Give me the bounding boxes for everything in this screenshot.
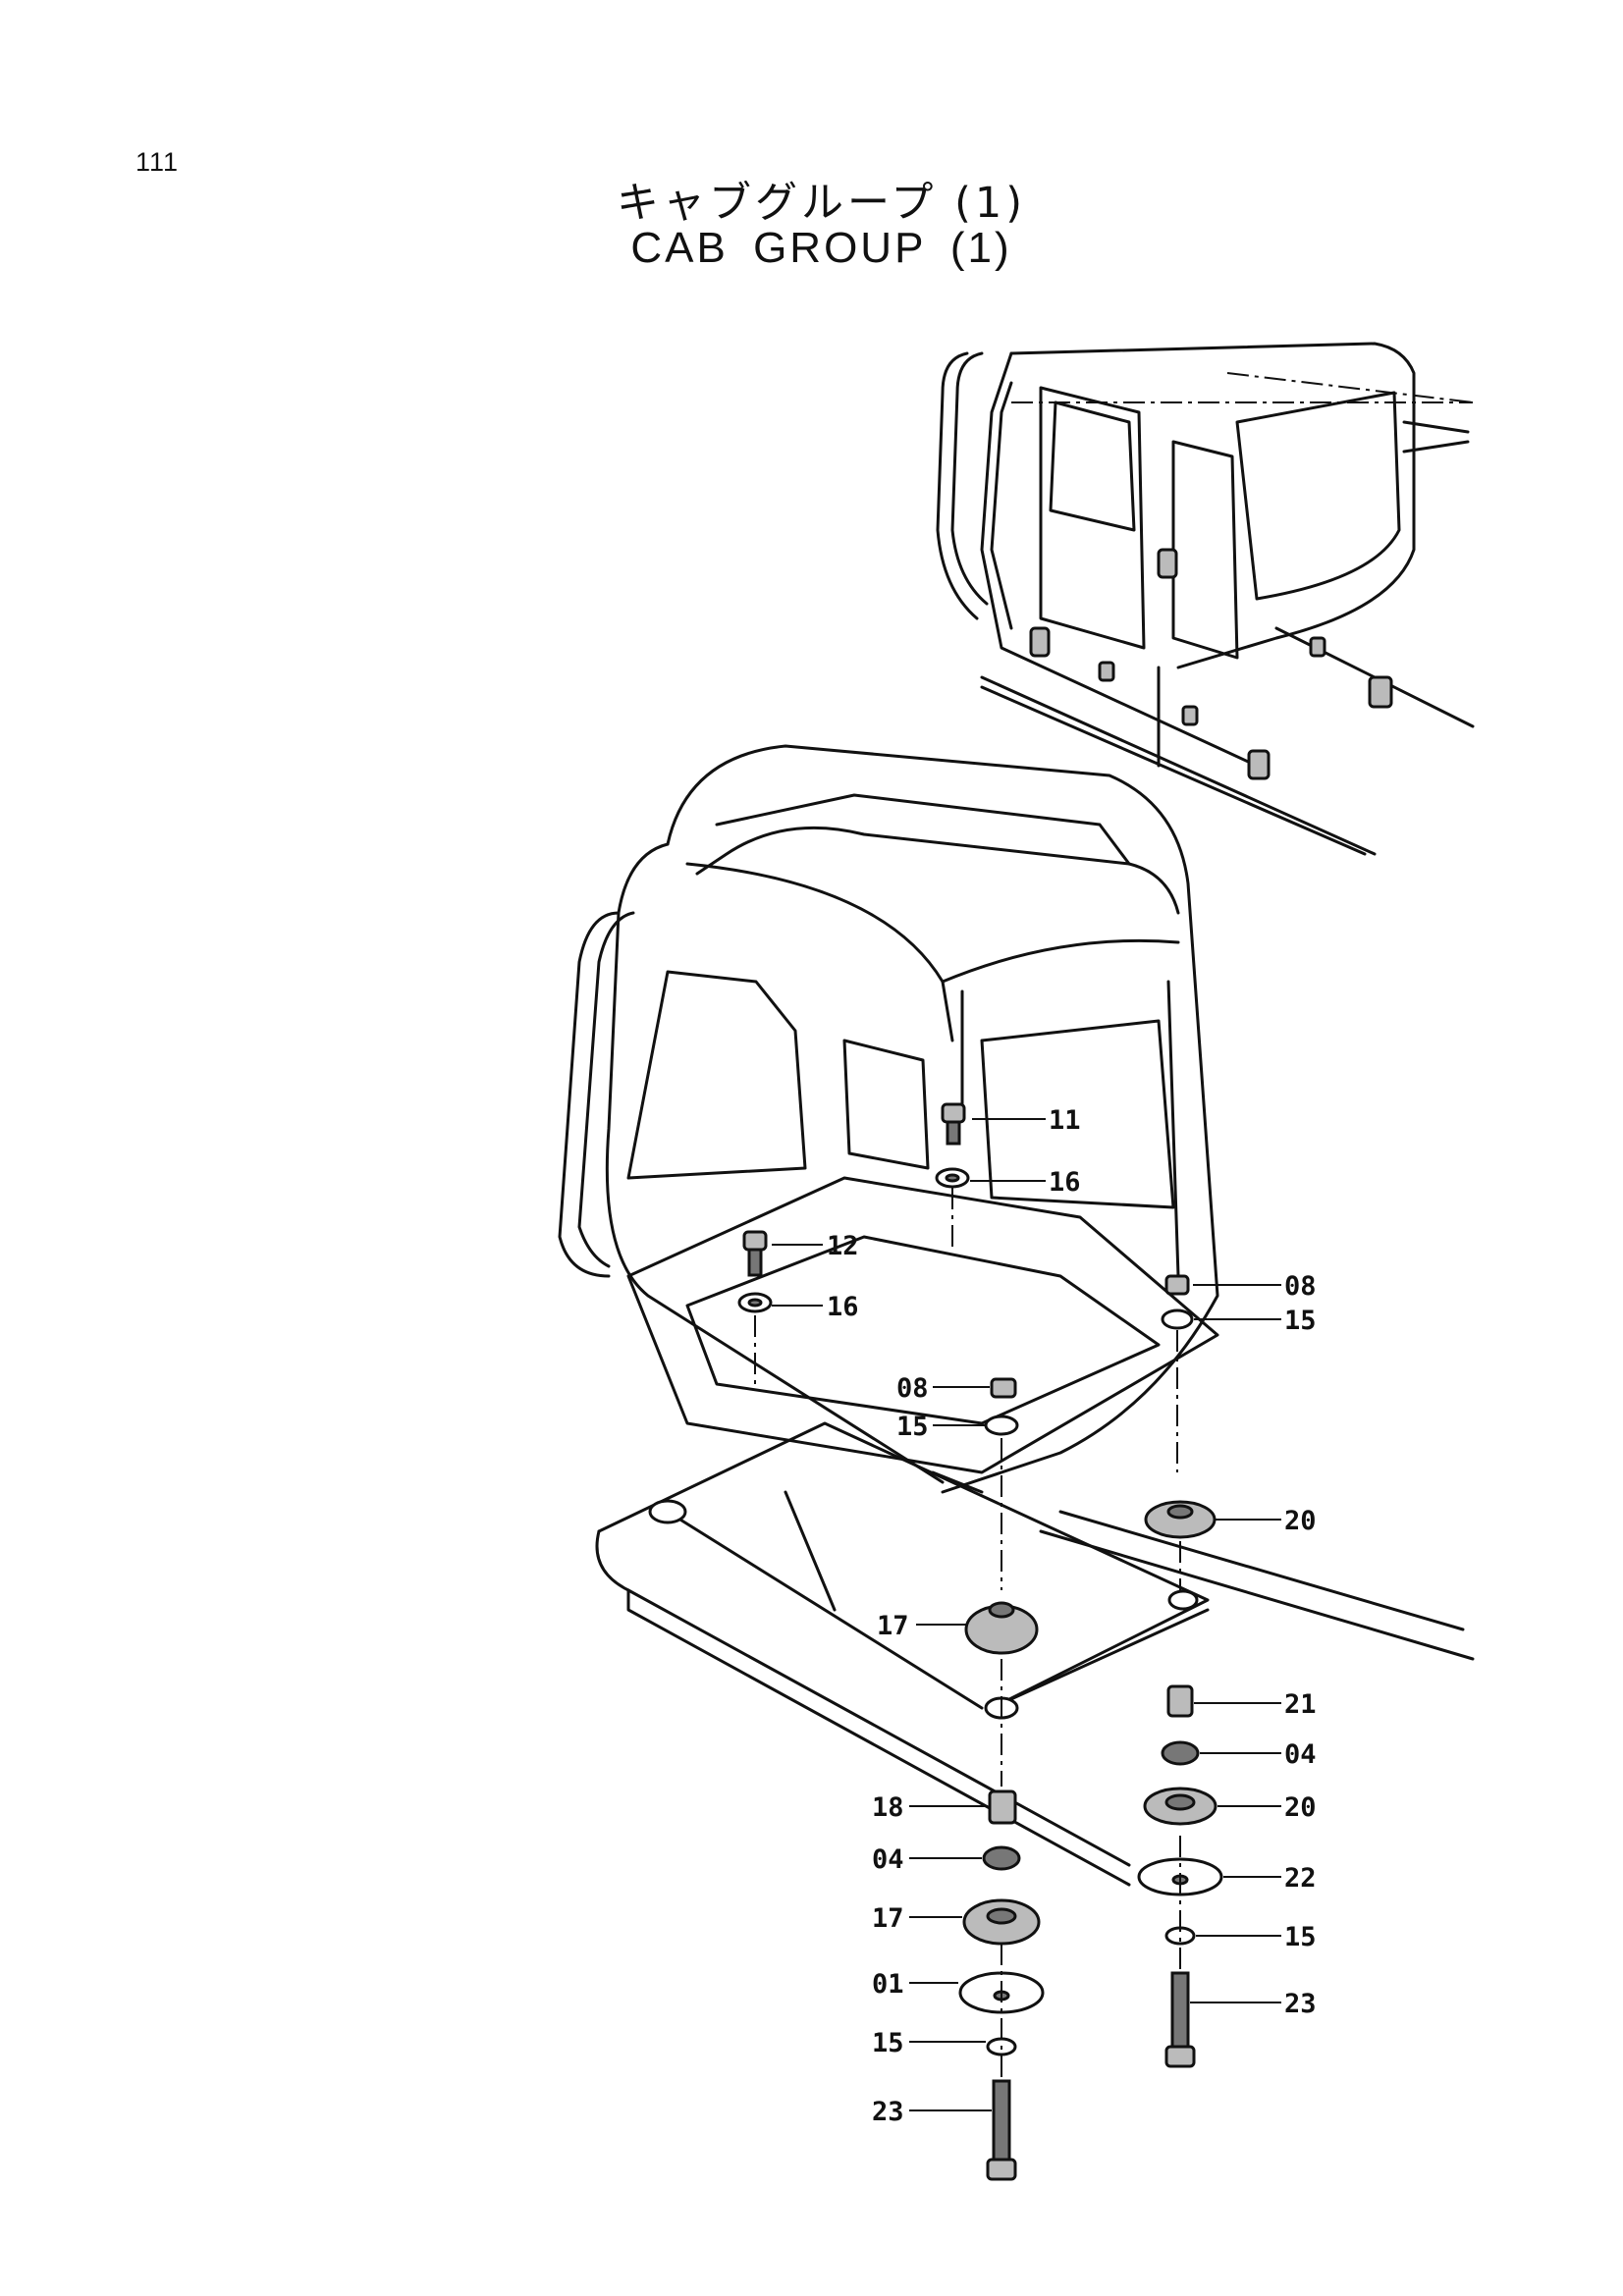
hardware-parts bbox=[737, 1102, 1223, 2181]
callout-label: 08 bbox=[896, 1373, 929, 1404]
page-number: 111 bbox=[135, 147, 180, 177]
callout-label: 16 bbox=[827, 1292, 859, 1322]
callout-label: 21 bbox=[1284, 1689, 1317, 1720]
callout-label: 23 bbox=[1284, 1989, 1317, 2019]
callout-label: 20 bbox=[1284, 1506, 1317, 1536]
callout-label: 20 bbox=[1284, 1792, 1317, 1823]
callout-label: 22 bbox=[1284, 1863, 1317, 1894]
callout-label: 15 bbox=[896, 1412, 929, 1442]
callout-label: 15 bbox=[1284, 1922, 1317, 1952]
callout-label: 11 bbox=[1049, 1105, 1081, 1136]
callout-label: 12 bbox=[827, 1231, 859, 1261]
callout-label: 17 bbox=[872, 1903, 904, 1934]
callout-label: 15 bbox=[872, 2028, 904, 2058]
callout-label: 16 bbox=[1049, 1167, 1081, 1198]
callout-leaders bbox=[772, 1118, 1281, 2111]
callout-label: 01 bbox=[872, 1969, 904, 2000]
callout-numbers: 11 16 12 16 08 15 08 15 20 17 21 04 20 1… bbox=[827, 1105, 1317, 2127]
callout-label: 04 bbox=[872, 1844, 904, 1875]
cab-body bbox=[558, 744, 1219, 1494]
callout-label: 18 bbox=[872, 1792, 904, 1823]
callout-label: 23 bbox=[872, 2097, 904, 2127]
callout-label: 08 bbox=[1284, 1271, 1317, 1302]
title-japanese: キャブグループ (1) bbox=[617, 179, 1026, 228]
base-frame bbox=[595, 1421, 1475, 1887]
title-english: CAB GROUP (1) bbox=[630, 224, 1012, 272]
callout-label: 15 bbox=[1284, 1306, 1317, 1336]
callout-label: 17 bbox=[877, 1611, 909, 1641]
cab-side-view bbox=[936, 342, 1475, 856]
callout-label: 04 bbox=[1284, 1739, 1317, 1770]
